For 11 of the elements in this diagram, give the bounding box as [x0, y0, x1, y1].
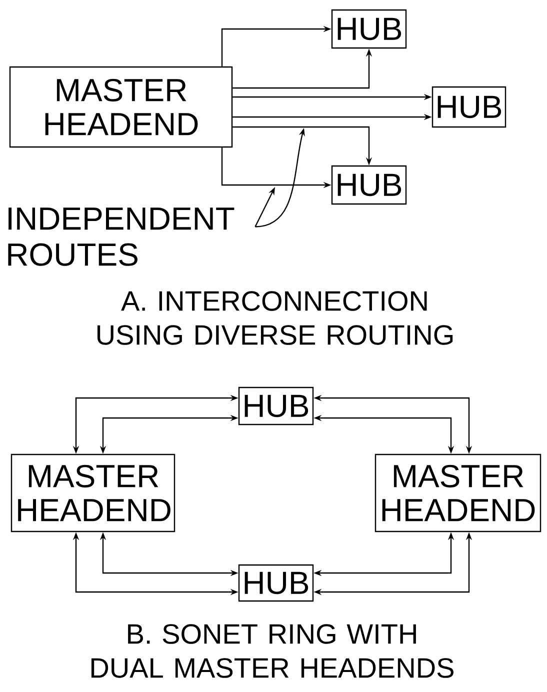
hub-box: HUB — [331, 165, 407, 205]
headend-box: MASTER HEADEND — [10, 454, 176, 532]
headend-box: MASTER HEADEND — [9, 66, 233, 148]
hub-box: HUB — [331, 9, 407, 49]
hub-box: HUB — [238, 386, 314, 426]
hub-box: HUB — [432, 86, 506, 128]
hub-box: HUB — [238, 564, 314, 602]
figure-caption: B. SONET RING WITH DUAL MASTER HEADENDS — [91, 624, 454, 678]
headend-box: MASTER HEADEND — [374, 454, 542, 532]
figure-caption: A. INTERCONNECTION USING DIVERSE ROUTING — [97, 291, 453, 345]
callout-text: INDEPENDENT ROUTES — [8, 208, 234, 266]
